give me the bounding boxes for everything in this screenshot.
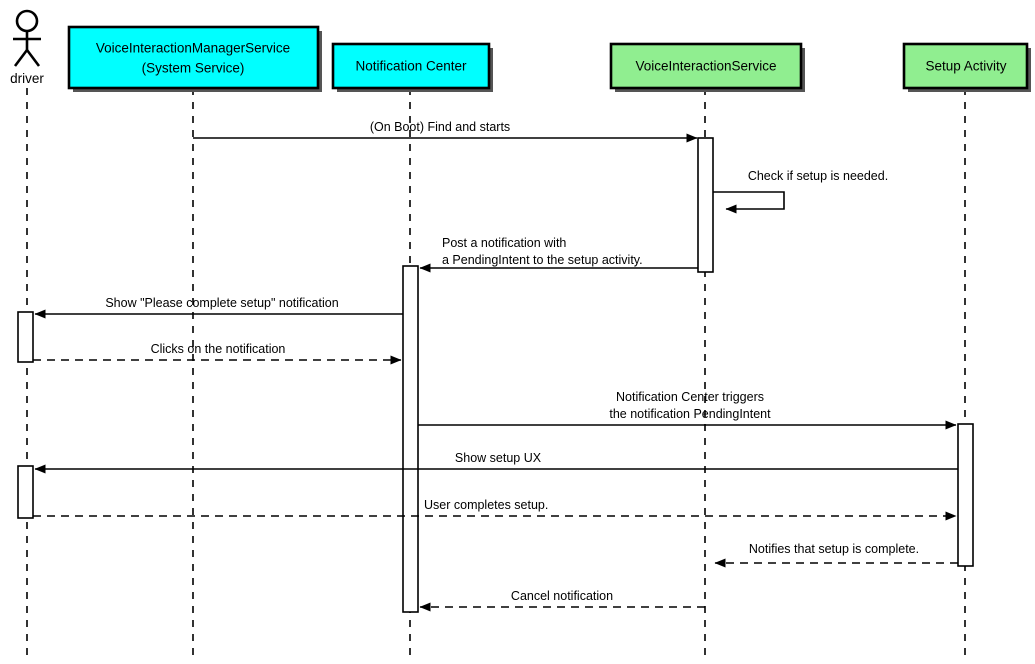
activation-bars: [17, 137, 974, 613]
participant-label-driver: driver: [10, 71, 44, 86]
participant-vims[interactable]: VoiceInteractionManagerService (System S…: [67, 25, 322, 92]
participant-label-vims-line1: VoiceInteractionManagerService: [96, 41, 290, 56]
activation-notification-center: [402, 265, 419, 613]
participant-label-voiceinteractionservice: VoiceInteractionService: [635, 59, 776, 74]
message-label-5: Clicks on the notification: [151, 342, 286, 356]
message-show-please-complete-setup-notification[interactable]: Show "Please complete setup" notificatio…: [34, 296, 403, 319]
actor-head-icon: [15, 9, 39, 33]
participant-driver[interactable]: driver: [10, 9, 44, 86]
message-label-1: (On Boot) Find and starts: [370, 120, 510, 134]
activation-driver-1: [17, 311, 34, 363]
participant-label-vims-line2: (System Service): [142, 61, 245, 76]
vims-box[interactable]: [67, 25, 320, 90]
voiceinteractionservice-box[interactable]: [609, 42, 803, 90]
message-arrow-2-self: [713, 191, 785, 214]
message-notification-center-triggers-pendingintent[interactable]: Notification Center triggers the notific…: [418, 390, 957, 430]
message-notifies-that-setup-is-complete[interactable]: Notifies that setup is complete.: [714, 542, 958, 568]
message-clicks-on-the-notification[interactable]: Clicks on the notification: [33, 342, 402, 365]
activation-voiceinteractionservice: [697, 137, 714, 273]
actor-leg-right-icon: [25, 49, 41, 67]
message-check-if-setup-is-needed[interactable]: Check if setup is needed.: [713, 169, 888, 214]
message-on-boot-find-and-starts[interactable]: (On Boot) Find and starts: [193, 120, 698, 143]
message-label-6-line1: Notification Center triggers: [616, 390, 764, 404]
activation-setup-activity: [957, 423, 974, 567]
message-label-6-line2: the notification PendingIntent: [609, 407, 771, 421]
message-label-2: Check if setup is needed.: [748, 169, 888, 183]
message-user-completes-setup[interactable]: User completes setup.: [33, 498, 957, 521]
participant-label-notification-center: Notification Center: [355, 59, 467, 74]
message-post-a-notification[interactable]: Post a notification with a PendingIntent…: [419, 236, 698, 273]
participant-label-setup-activity: Setup Activity: [925, 59, 1006, 74]
setup-activity-box[interactable]: [902, 42, 1029, 90]
message-show-setup-ux[interactable]: Show setup UX: [34, 451, 958, 474]
participant-setup-activity[interactable]: Setup Activity: [902, 42, 1031, 92]
message-label-9: Notifies that setup is complete.: [749, 542, 919, 556]
message-cancel-notification[interactable]: Cancel notification: [419, 589, 705, 612]
message-label-7: Show setup UX: [455, 451, 542, 465]
participant-voiceinteractionservice[interactable]: VoiceInteractionService: [609, 42, 805, 92]
message-label-3-line2: a PendingIntent to the setup activity.: [442, 253, 643, 267]
message-label-3-line1: Post a notification with: [442, 236, 566, 250]
notification-center-box[interactable]: [331, 42, 491, 90]
activation-driver-2: [17, 465, 34, 519]
message-label-4: Show "Please complete setup" notificatio…: [105, 296, 338, 310]
actor-leg-left-icon: [13, 49, 29, 67]
message-label-8: User completes setup.: [424, 498, 548, 512]
message-label-10: Cancel notification: [511, 589, 613, 603]
participant-notification-center[interactable]: Notification Center: [331, 42, 493, 92]
